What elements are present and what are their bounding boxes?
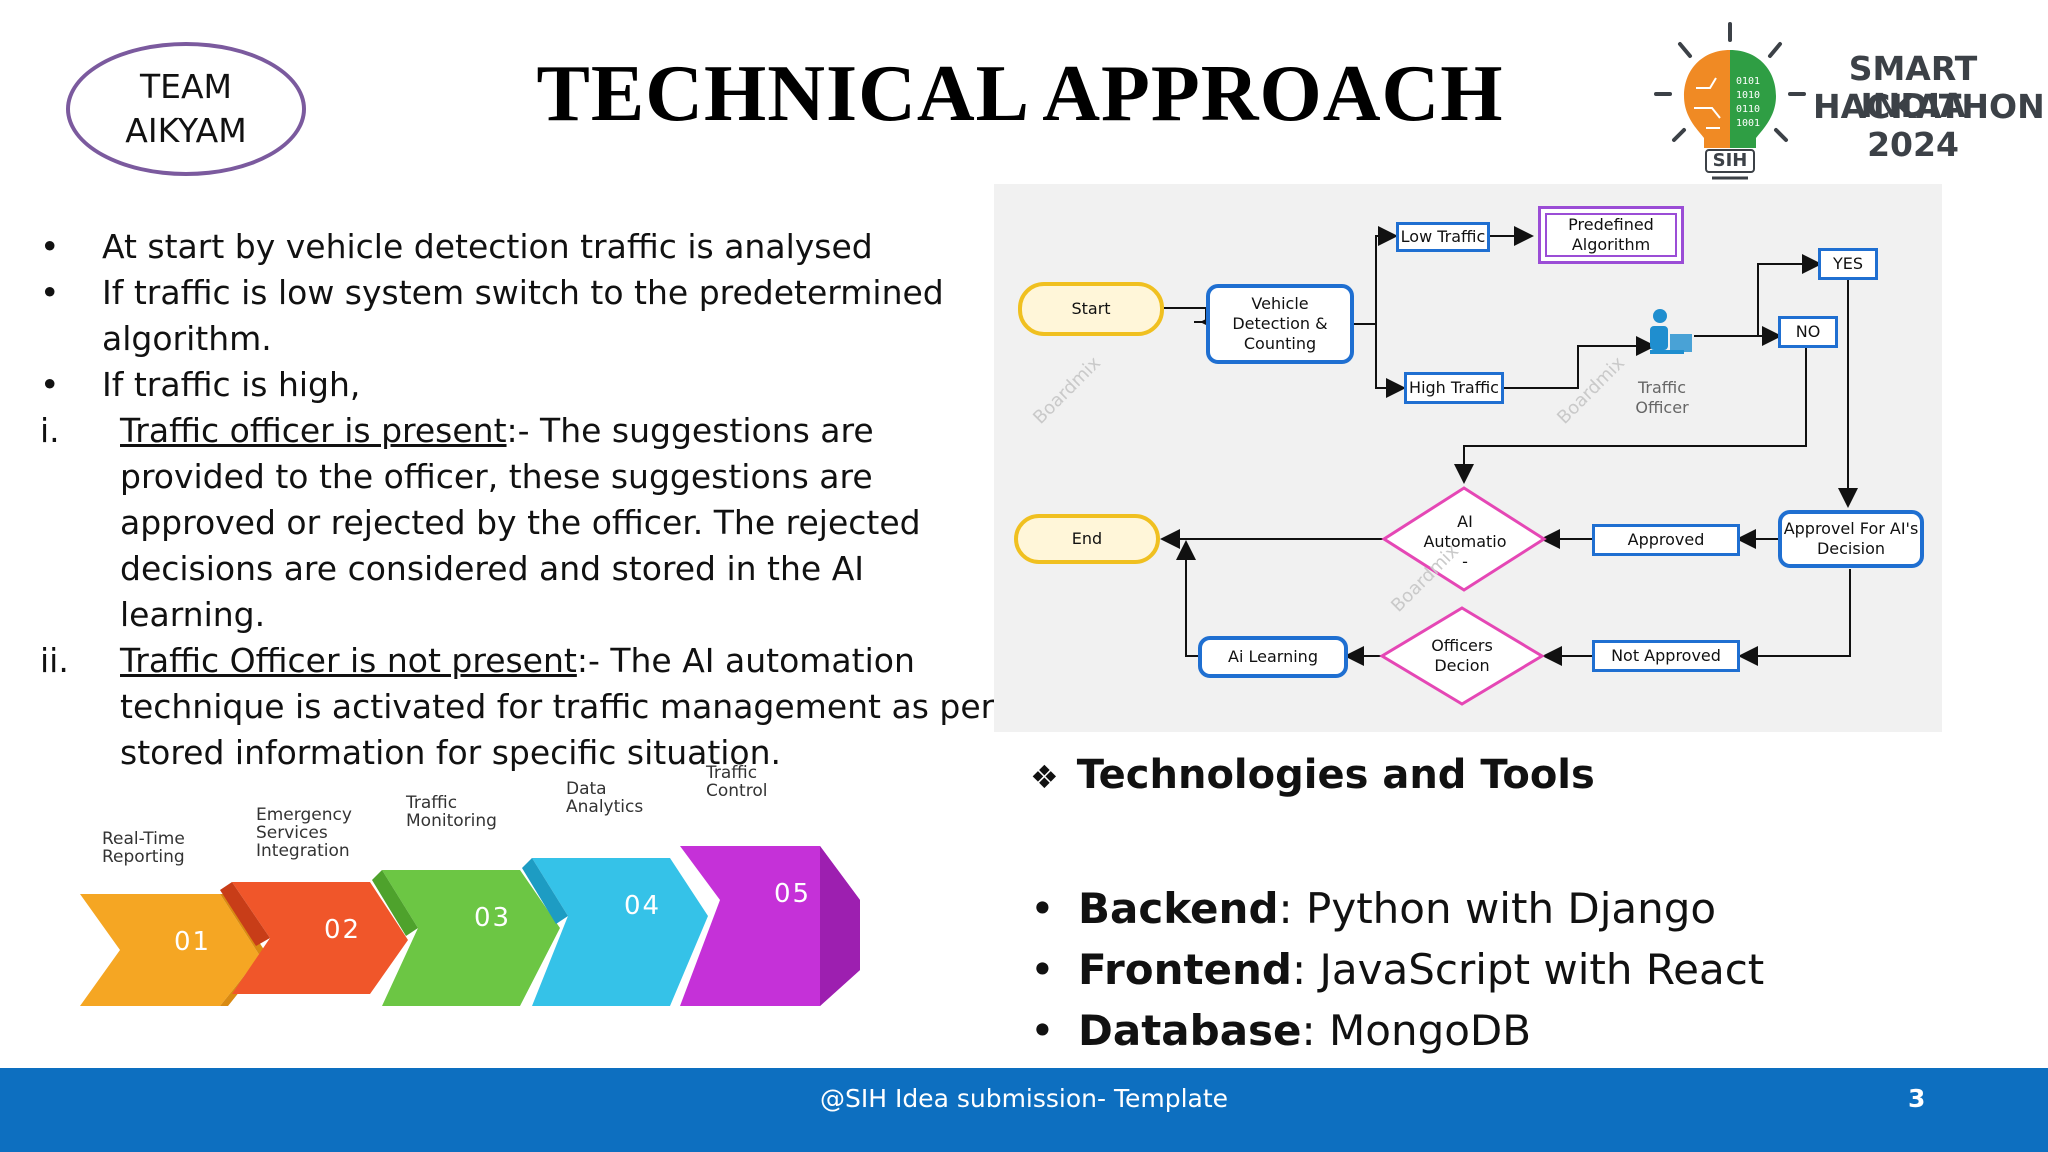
tech-list: •Backend: Python with Django •Frontend: … [1030,878,1764,1061]
flow-approved: Approved [1592,524,1740,556]
step-label-4: Data Analytics [566,779,644,817]
flow-vehicle-detection: Vehicle Detection & Counting [1206,284,1354,364]
svg-text:1010: 1010 [1736,90,1760,101]
bullet-item: i. Traffic officer is present:- The sugg… [40,408,1000,638]
step-number-1: 01 [174,927,211,957]
svg-text:1001: 1001 [1736,118,1760,129]
footer-text: @SIH Idea submission- Template [819,1084,1229,1113]
bullet-text: If traffic is high, [102,365,361,404]
bullet-marker: i. [40,411,60,450]
bullet-marker: • [40,227,60,266]
bullet-item: ii. Traffic Officer is not present:- The… [40,638,1000,776]
tech-item: •Database: MongoDB [1030,1006,1532,1055]
step-number-5: 05 [774,879,811,909]
flow-no: NO [1778,316,1838,348]
flow-end: End [1014,514,1160,564]
step-number-3: 03 [474,903,511,933]
tech-key: Database [1078,1006,1302,1055]
step-label-3: Traffic Monitoring [406,793,497,831]
steps-arrows: 01 02 03 04 05 [80,846,860,1006]
flow-officers-decision: Officers Decion [1431,636,1493,675]
sih-logo: 0101 1010 0110 1001 SIH SMART INDIA HACK… [1640,18,2045,188]
tech-heading: ❖ Technologies and Tools [1030,752,1595,798]
svg-text:0101: 0101 [1736,76,1760,87]
tech-item: •Frontend: JavaScript with React [1030,945,1765,994]
flowchart: Boardmix Boardmix Boardmix Start Vehicle… [994,184,1942,732]
logo-line-3: 2024 [1867,125,1959,164]
step-label-1: Real-Time Reporting [102,829,185,867]
step-label-5: Traffic Control [706,763,768,801]
bullet-underlined: Traffic Officer is not present [120,641,577,680]
flow-ai-automation: AI Automatio - [1423,512,1507,571]
flow-low-traffic: Low Traffic [1396,222,1490,252]
step-label-2: Emergency Services Integration [256,805,352,861]
page-title: TECHNICAL APPROACH [536,50,1504,138]
page-number: 3 [1908,1084,1926,1113]
team-line-2: AIKYAM [125,111,247,150]
diamond-bullet-icon: ❖ [1030,758,1059,796]
bulb-brain-icon: 0101 1010 0110 1001 [1654,22,1806,180]
team-line-1: TEAM [139,67,233,106]
sih-badge-text: SIH [1712,150,1748,171]
flow-not-approved: Not Approved [1592,640,1740,672]
logo-line-1: SMART INDIA [1848,49,1978,125]
bullet-marker: ii. [40,641,69,680]
tech-heading-text: Technologies and Tools [1076,752,1595,798]
step-number-4: 04 [624,891,661,921]
flow-approval-decision: Approvel For AI's Decision [1778,510,1924,568]
flow-yes: YES [1818,248,1878,280]
bullet-item: • If traffic is high, [40,362,1000,408]
flow-predefined-algorithm: Predefined Algorithm [1538,206,1684,264]
flow-traffic-officer: Traffic Officer [1635,378,1689,417]
bullet-text: If traffic is low system switch to the p… [102,273,944,358]
bullet-item: • At start by vehicle detection traffic … [40,224,1000,270]
bullet-text: :- The AI automation technique is activa… [120,641,995,772]
footer-bar: @SIH Idea submission- Template 3 [0,1068,2048,1152]
approach-bullets: • At start by vehicle detection traffic … [40,224,1000,776]
tech-value: : JavaScript with React [1292,945,1765,994]
tech-key: Backend [1078,884,1279,933]
steps-graphic: 01 02 03 04 05 Real-Time Reporting Emerg… [60,740,880,1020]
tech-key: Frontend [1078,945,1292,994]
bullet-marker: • [40,273,60,312]
bullet-marker: • [40,365,60,404]
flow-ai-learning: Ai Learning [1198,636,1348,678]
bullet-text: At start by vehicle detection traffic is… [102,227,873,266]
traffic-officer-icon [1650,309,1692,354]
tech-item: •Backend: Python with Django [1030,884,1717,933]
step-number-2: 02 [324,915,361,945]
tech-value: : Python with Django [1278,884,1717,933]
bullet-item: • If traffic is low system switch to the… [40,270,1000,362]
flow-start: Start [1018,282,1164,336]
team-badge: TEAM AIKYAM [66,42,306,176]
flow-high-traffic: High Traffic [1404,372,1504,404]
flowchart-connectors [1160,226,1858,706]
tech-value: : MongoDB [1301,1006,1532,1055]
logo-line-2: HACKATHON [1813,87,2045,126]
svg-text:0110: 0110 [1736,104,1760,115]
bullet-underlined: Traffic officer is present [120,411,507,450]
bullet-text: :- The suggestions are provided to the o… [120,411,921,634]
